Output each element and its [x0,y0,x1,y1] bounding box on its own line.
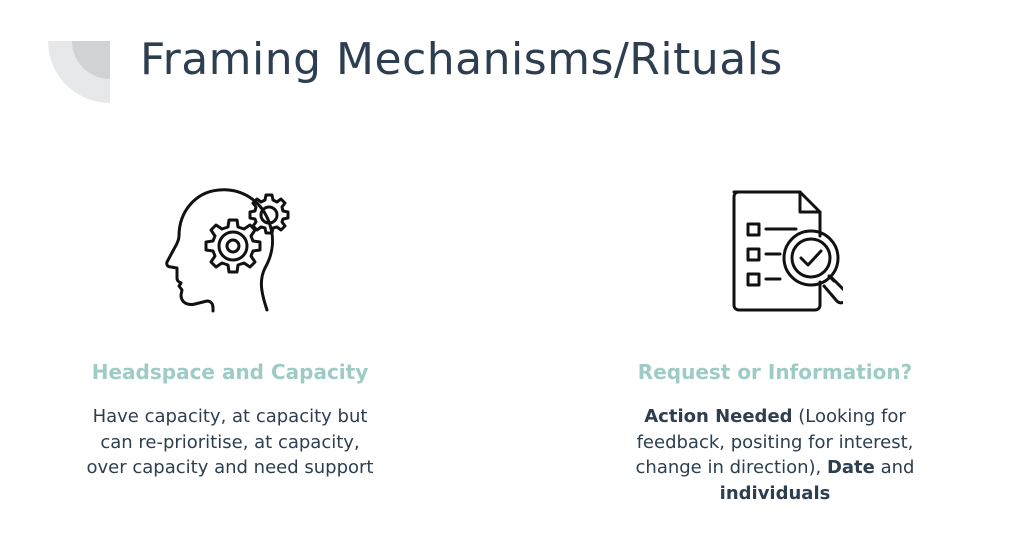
date-label: Date [826,457,875,478]
page-title: Framing Mechanisms/Rituals [140,34,783,85]
action-needed-label: Action Needed [644,406,793,427]
individuals-label: individuals [719,482,831,504]
and-connector: and [874,457,915,478]
headspace-heading: Headspace and Capacity [91,360,369,384]
column-request: Request or Information? Action Needed (L… [585,175,965,506]
head-gears-icon [165,188,290,313]
request-description: Action Needed (Looking for feedback, pos… [625,404,925,506]
request-heading: Request or Information? [637,360,913,384]
action-needed-details: (Looking for feedback, positing for inte… [635,406,914,478]
column-headspace: Headspace and Capacity Have capacity, at… [40,175,420,481]
document-checklist-magnifier-icon [732,190,843,312]
headspace-description: Have capacity, at capacity but can re-pr… [86,406,374,478]
corner-decoration [48,41,110,103]
